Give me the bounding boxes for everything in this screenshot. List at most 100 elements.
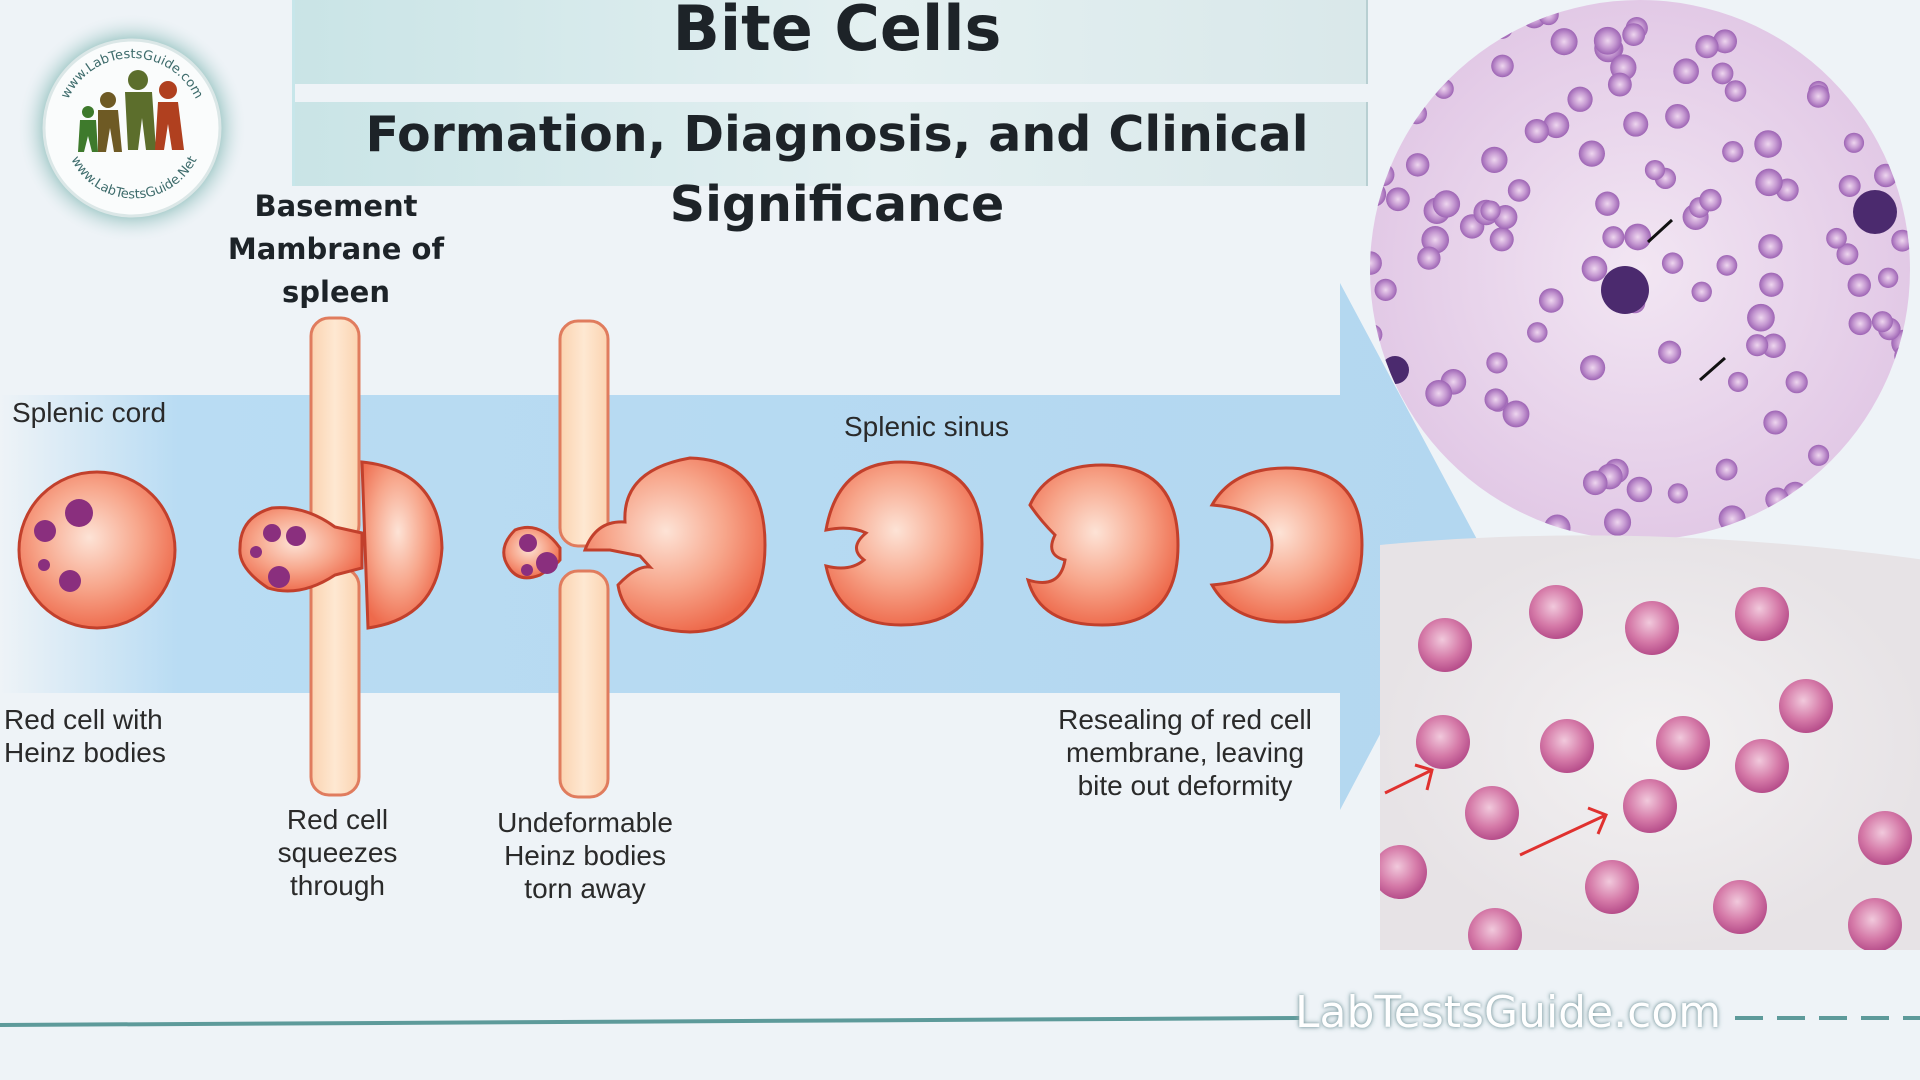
smear-cell [1763, 410, 1788, 435]
red-arrow-indicators [1384, 763, 1608, 857]
smear-cell [1747, 303, 1775, 332]
smear-cell [1879, 487, 1907, 514]
smear-cell [1578, 140, 1605, 167]
smear-cell [1374, 278, 1397, 302]
subtitle-band [292, 102, 1368, 186]
smear-cell [1836, 243, 1859, 266]
smear-cell [1380, 845, 1427, 899]
smear-cell [1658, 340, 1682, 364]
smear-cell [1644, 159, 1666, 181]
smear-cell [1521, 3, 1547, 29]
smear-cell [1404, 26, 1426, 48]
smear-cell [1826, 227, 1847, 249]
smear-cell [1540, 719, 1594, 773]
smear-cell [1877, 267, 1899, 288]
smear-cell [1446, 0, 1474, 15]
smear-cell [1402, 0, 1427, 24]
smear-cell [1761, 333, 1786, 358]
membrane-label: Basement Mambrane of spleen [227, 189, 445, 309]
smear-cell [1607, 72, 1632, 97]
smear-cell [1538, 4, 1559, 26]
stage-label-heinz: Red cell with Heinz bodies [4, 704, 166, 768]
smear-cell [1713, 29, 1738, 54]
smear-cell [1489, 227, 1514, 252]
smear-cell [1370, 251, 1382, 275]
smear-cell [1869, 421, 1893, 446]
svg-text:www.LabTestsGuide.com: www.LabTestsGuide.com [58, 47, 206, 101]
smear-cell [1490, 16, 1514, 39]
title-band [292, 0, 1368, 84]
cell-bite-2 [1025, 463, 1180, 627]
smear-cell [1486, 352, 1508, 374]
smear-cell [1806, 84, 1830, 108]
stage-label-torn: Undeformable Heinz bodies torn away [497, 807, 673, 904]
smear-cell [1491, 54, 1514, 78]
smear-cell [1417, 246, 1441, 270]
smear-cell [1468, 908, 1522, 950]
smear-cell [1604, 508, 1632, 536]
smear-cell [1667, 483, 1688, 504]
smear-cell [1502, 400, 1530, 428]
smear-cell [1595, 191, 1620, 216]
cell-torn [502, 456, 767, 634]
smear-cell [1656, 716, 1710, 770]
smear-cell [1765, 487, 1789, 512]
smear-cell [1567, 86, 1593, 112]
smear-cell [1623, 111, 1649, 137]
smear-cell [1405, 153, 1430, 177]
smear-cell [1507, 179, 1531, 202]
smear-cell [1746, 334, 1769, 357]
smear-cell [1754, 130, 1782, 158]
smear-cell [1403, 76, 1428, 101]
smear-cell [1724, 80, 1747, 102]
smear-cell [1673, 58, 1699, 85]
smear-leukocyte [1853, 190, 1897, 234]
logo-text-top: www.LabTestsGuide.com [58, 47, 206, 101]
basement-membrane [309, 316, 610, 799]
page-subtitle: Formation, Diagnosis, and Clinical Signi… [365, 106, 1309, 233]
stage-label-reseal: Resealing of red cell membrane, leaving … [1058, 704, 1312, 801]
smear-cell [1527, 322, 1548, 343]
smear-cell [1602, 226, 1625, 249]
smear-cell [1481, 146, 1508, 174]
smear-cell [1418, 618, 1472, 672]
svg-text:www.LabTestsGuide.Net: www.LabTestsGuide.Net [67, 154, 200, 203]
smear-cell [1837, 500, 1861, 524]
stage-label-squeeze: Red cell squeezes through [277, 804, 398, 901]
smear-cell [1691, 281, 1712, 303]
smear-leukocyte [1601, 266, 1649, 314]
smear-cell [1699, 188, 1722, 212]
lab-tests-guide-logo [17, 13, 247, 243]
logo-text-bottom: www.LabTestsGuide.Net [67, 154, 200, 203]
smear-cell [1844, 44, 1868, 69]
smear-cell [1581, 255, 1608, 282]
smear-cell [1843, 132, 1865, 153]
band-divider [292, 0, 295, 186]
smear-cell [1580, 355, 1606, 381]
smear-cell [1722, 140, 1744, 163]
smear-cell [1785, 371, 1808, 394]
micrograph-smear-bottom [1380, 535, 1920, 950]
smear-cell [1716, 254, 1738, 276]
smear-cell [1432, 190, 1461, 218]
smear-cell [1480, 200, 1501, 221]
smear-cell [1874, 163, 1898, 188]
smear-cell [1624, 223, 1652, 251]
smear-cell [1529, 585, 1583, 639]
smear-cell [1858, 811, 1912, 865]
smear-cell [1625, 601, 1679, 655]
smear-cell [1405, 103, 1428, 125]
smear-cell [1713, 880, 1767, 934]
smear-cell [1728, 371, 1749, 392]
smear-cell [1847, 273, 1871, 297]
logo-text-ring: www.LabTestsGuide.com www.LabTestsGuide.… [58, 47, 206, 203]
smear-cell [1433, 78, 1454, 99]
smear-cell [1661, 252, 1684, 274]
smear-cell [1465, 786, 1519, 840]
smear-cell [1425, 379, 1453, 407]
smear-cell [1779, 679, 1833, 733]
smear-cell [1755, 168, 1783, 197]
smear-cell [1626, 476, 1653, 503]
smear-cell [1894, 445, 1910, 472]
